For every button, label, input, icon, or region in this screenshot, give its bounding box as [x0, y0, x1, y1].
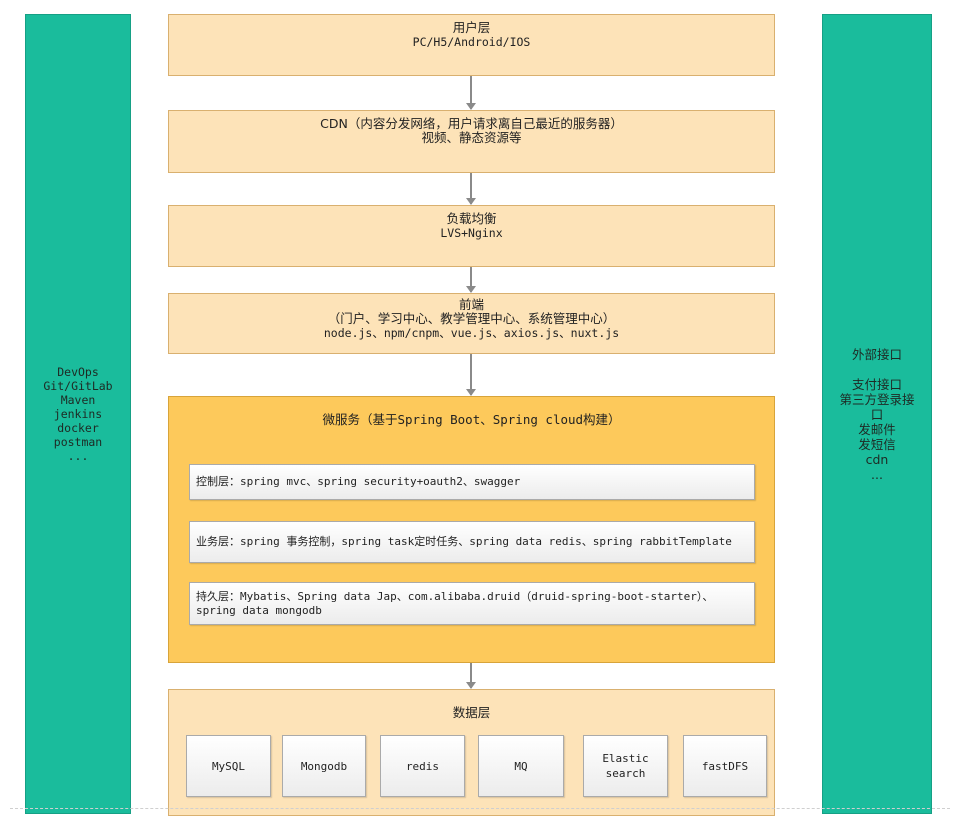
external-api-item: 发邮件: [858, 421, 896, 437]
persistence-layer-text: 持久层：Mybatis、Spring data Jap、com.alibaba.…: [196, 589, 714, 617]
cdn-layer-title: CDN（内容分发网络，用户请求离自己最近的服务器）: [320, 116, 623, 131]
flow-arrow: [466, 267, 476, 293]
microservice-layer: 微服务（基于Spring Boot、Spring cloud构建） 控制层：sp…: [168, 396, 775, 663]
persistence-layer: 持久层：Mybatis、Spring data Jap、com.alibaba.…: [189, 582, 755, 625]
store-mongodb: Mongodb: [282, 735, 366, 797]
devops-item: Maven: [60, 393, 96, 407]
devops-item: jenkins: [53, 407, 103, 421]
external-api-item: 第三方登录接: [839, 391, 915, 407]
flow-arrow: [466, 663, 476, 689]
external-api-item: 发短信: [858, 436, 896, 452]
store-mysql: MySQL: [186, 735, 271, 797]
external-api-item: 口: [870, 406, 884, 422]
store-redis: redis: [380, 735, 465, 797]
external-api-title: 外部接口: [851, 346, 902, 362]
external-api-item: cdn: [865, 451, 889, 467]
cdn-layer-subtitle: 视频、静态资源等: [421, 130, 522, 145]
external-api-item: 支付接口: [851, 376, 902, 392]
external-api-panel: 外部接口 支付接口 第三方登录接 口 发邮件 发短信 cdn ...: [822, 14, 932, 814]
store-mq: MQ: [478, 735, 564, 797]
data-layer-title: 数据层: [452, 705, 491, 720]
external-api-item: ...: [871, 466, 883, 482]
load-balance-layer: 负载均衡 LVS+Nginx: [168, 205, 775, 267]
load-balance-title: 负载均衡: [446, 211, 497, 226]
store-fastdfs: fastDFS: [683, 735, 767, 797]
user-layer-title: 用户层: [452, 20, 491, 35]
microservice-title: 微服务（基于Spring Boot、Spring cloud构建）: [322, 412, 621, 427]
devops-panel: DevOps Git/GitLab Maven jenkins docker p…: [25, 14, 131, 814]
devops-item: ...: [67, 449, 89, 463]
load-balance-subtitle: LVS+Nginx: [440, 226, 503, 240]
page-baseline: [10, 808, 950, 809]
cdn-layer: CDN（内容分发网络，用户请求离自己最近的服务器） 视频、静态资源等: [168, 110, 775, 173]
flow-arrow: [466, 354, 476, 396]
controller-layer: 控制层：spring mvc、spring security+oauth2、sw…: [189, 464, 755, 500]
frontend-modules: （门户、学习中心、教学管理中心、系统管理中心）: [327, 311, 616, 326]
store-elasticsearch: Elastic search: [583, 735, 668, 797]
frontend-title: 前端: [458, 297, 484, 312]
flow-arrow: [466, 173, 476, 205]
data-layer: 数据层 MySQL Mongodb redis MQ Elastic searc…: [168, 689, 775, 816]
frontend-tech: node.js、npm/cnpm、vue.js、axios.js、nuxt.js: [323, 326, 620, 340]
user-layer: 用户层 PC/H5/Android/IOS: [168, 14, 775, 76]
controller-layer-text: 控制层：spring mvc、spring security+oauth2、sw…: [196, 475, 521, 488]
devops-item: DevOps: [57, 365, 99, 379]
devops-item: docker: [57, 421, 99, 435]
service-layer: 业务层：spring 事务控制，spring task定时任务、spring d…: [189, 521, 755, 563]
user-layer-subtitle: PC/H5/Android/IOS: [412, 35, 531, 49]
devops-item: postman: [53, 435, 103, 449]
frontend-layer: 前端 （门户、学习中心、教学管理中心、系统管理中心） node.js、npm/c…: [168, 293, 775, 354]
flow-arrow: [466, 76, 476, 110]
service-layer-text: 业务层：spring 事务控制，spring task定时任务、spring d…: [196, 535, 732, 548]
devops-item: Git/GitLab: [43, 379, 113, 393]
